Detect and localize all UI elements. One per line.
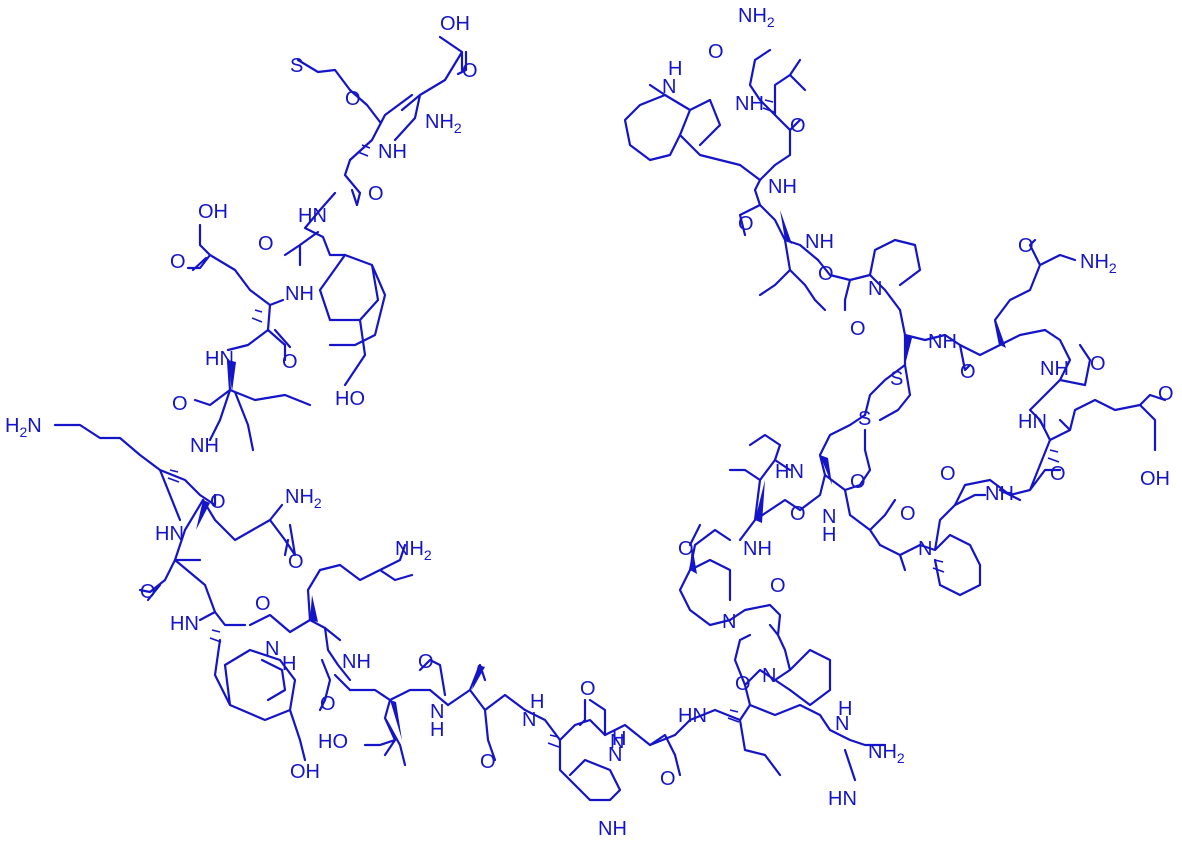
carbonyl-oxygen-label: O (678, 538, 694, 560)
carbonyl-oxygen-label: O (790, 503, 806, 525)
amide-nh-label: HN (678, 705, 707, 727)
disulfide-sulfur-label: S (858, 408, 871, 430)
carbonyl-oxygen-label: O (480, 751, 496, 773)
carbonyl-oxygen-label: O (940, 463, 956, 485)
amide-nh-label: NH (1040, 358, 1069, 380)
carbonyl-oxygen-label: O (172, 393, 188, 415)
carbonyl-oxygen-label: O (210, 491, 226, 513)
carbonyl-oxygen-label: O (255, 593, 271, 615)
his-nh-label: NH (598, 818, 627, 840)
carbonyl-oxygen-label: O (1090, 353, 1106, 375)
val-amide-label: NH2 (738, 5, 775, 30)
lys-amine-label: H2N (5, 415, 42, 440)
carbonyl-oxygen-label: O (418, 651, 434, 673)
gln-amide-label: NH2 (285, 486, 322, 511)
gln-carbonyl-label: O (1018, 235, 1034, 257)
amide-nh-label: NH (985, 483, 1014, 505)
bond-skeleton (53, 35, 1167, 802)
proline-nitrogen-label: N (722, 611, 736, 633)
carbonyl-oxygen-label: O (282, 351, 298, 373)
tyr-hydroxyl-label: OH (290, 761, 320, 783)
amide-nh-label: NH (743, 538, 772, 560)
carbonyl-oxygen-label: O (850, 471, 866, 493)
met-sulfur-label: S (290, 55, 303, 77)
stereo-wedges (196, 210, 1006, 740)
carbonyl-oxygen-label: O (368, 183, 384, 205)
asp-hydroxyl-label: OH (440, 13, 470, 35)
amide-nh-label: HN (205, 348, 234, 370)
asp-carbonyl-label: O (462, 60, 478, 82)
arg-amine-label: NH2 (868, 741, 905, 766)
carbonyl-oxygen-label: O (140, 581, 156, 603)
proline-nitrogen-label: N (918, 538, 932, 560)
carbonyl-oxygen-label: O (818, 263, 834, 285)
amide-nh-label: NH (768, 176, 797, 198)
carbonyl-oxygen-label: O (580, 678, 596, 700)
carbonyl-oxygen-label: O (738, 213, 754, 235)
arg-imine-label: HN (828, 788, 857, 810)
tyr-hydroxyl-label: HO (335, 388, 365, 410)
asp-amine-label: NH2 (425, 111, 462, 136)
carbonyl-oxygen-label: O (345, 88, 361, 110)
arg-nh-label: NH (835, 698, 852, 735)
amide-nh-label: NH (735, 93, 764, 115)
carbonyl-oxygen-label: O (900, 503, 916, 525)
amide-nh-label: NH (378, 141, 407, 163)
amide-nh-label: HN (170, 613, 199, 635)
glu-hydroxyl-label: OH (198, 201, 228, 223)
amide-nh-label: NH (190, 435, 219, 457)
gly-nh-label: N (610, 731, 624, 753)
carbonyl-oxygen-label: O (960, 361, 976, 383)
amide-nh-label: NH (805, 231, 834, 253)
carbonyl-oxygen-label: O (660, 768, 676, 790)
carbonyl-oxygen-label: O (258, 233, 274, 255)
val-carbonyl-label: O (708, 41, 724, 63)
glu-carbonyl-label: O (170, 251, 186, 273)
carbonyl-oxygen-label: O (320, 693, 336, 715)
amide-nh-label: HN (155, 523, 184, 545)
amide-nh-label: HN (1018, 411, 1047, 433)
glu-carbonyl-label: O (1158, 383, 1174, 405)
gln-carbonyl-label: O (288, 551, 304, 573)
amide-nh-label: NH (285, 283, 314, 305)
lys-amine-label: NH2 (395, 538, 432, 563)
disulfide-sulfur-label: S (890, 368, 903, 390)
proline-nitrogen-label: N (762, 665, 776, 687)
amide-nh-label: NH (265, 638, 296, 675)
amide-nh-label: NH (928, 331, 957, 353)
thr-hydroxyl-label: HO (318, 731, 348, 753)
carbonyl-oxygen-label: O (790, 115, 806, 137)
amide-nh-label: HN (298, 205, 327, 227)
amide-nh-label: NH (342, 651, 371, 673)
stereo-hashes (167, 99, 1060, 748)
carbonyl-oxygen-label: O (1050, 463, 1066, 485)
carbonyl-oxygen-label: O (770, 575, 786, 597)
gln-amide-label: NH2 (1080, 251, 1117, 276)
glu-hydroxyl-label: OH (1140, 468, 1170, 490)
carbonyl-oxygen-label: O (850, 318, 866, 340)
proline-nitrogen-label: N (868, 278, 882, 300)
amide-nh-label: HN (775, 461, 804, 483)
atom-labels: OH O NH2 S O NH HN O OH O O NH HO HN O O… (5, 5, 1174, 840)
carbonyl-oxygen-label: O (735, 673, 751, 695)
